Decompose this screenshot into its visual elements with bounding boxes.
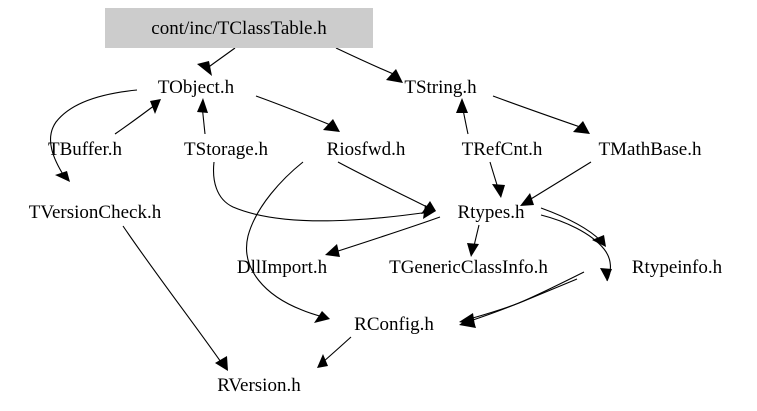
edge-tobject-to-tversioncheck: [50, 89, 138, 182]
edge-tmathbase-to-rtypes: [520, 161, 592, 206]
graph-node-trefcnt[interactable]: TRefCnt.h: [447, 136, 557, 162]
arrow-head-icon: [55, 171, 70, 182]
edge-tstring-to-tmathbase: [492, 95, 590, 134]
graph-node-label: TBuffer.h: [47, 138, 123, 160]
edge-tbuffer-to-tobject: [114, 99, 161, 135]
edge-rtypes-to-rtypeinfo: [540, 207, 606, 247]
arrow-head-icon: [197, 61, 212, 76]
graph-node-tmathbase[interactable]: TMathBase.h: [580, 136, 720, 162]
edge-line: [212, 161, 430, 222]
graph-node-tobject[interactable]: TObject.h: [141, 74, 251, 100]
graph-node-label: TString.h: [404, 76, 477, 98]
graph-node-label: TMathBase.h: [598, 138, 702, 160]
edge-line: [50, 89, 138, 177]
graph-node-dllimport[interactable]: DllImport.h: [219, 254, 345, 280]
arrow-head-icon: [150, 99, 161, 114]
arrow-head-icon: [520, 193, 534, 206]
edge-line: [205, 47, 236, 70]
edge-line: [122, 225, 224, 366]
graph-node-label: Rtypes.h: [457, 201, 525, 223]
graph-node-label: TVersionCheck.h: [28, 201, 162, 223]
arrow-head-icon: [492, 184, 505, 198]
graph-node-label: DllImport.h: [236, 256, 328, 278]
graph-node-label: TStorage.h: [184, 138, 268, 160]
edge-line: [255, 95, 334, 127]
edge-rtypes-to-dllimport: [325, 216, 441, 257]
graph-node-label: Riosfwd.h: [326, 138, 406, 160]
arrow-head-icon: [197, 98, 208, 113]
arrow-head-icon: [386, 69, 403, 83]
arrow-head-icon: [215, 356, 228, 371]
edge-riosfwd-to-rconfig: [246, 161, 330, 323]
arrow-head-icon: [592, 235, 606, 247]
arrow-head-icon: [573, 121, 590, 134]
edge-trefcnt-to-tstring: [456, 98, 469, 135]
graph-node-label: RVersion.h: [217, 374, 301, 396]
graph-node-tversioncheck[interactable]: TVersionCheck.h: [10, 199, 180, 225]
arrow-head-icon: [317, 354, 328, 368]
arrow-head-icon: [314, 311, 330, 323]
graph-node-label: TRefCnt.h: [461, 138, 543, 160]
graph-node-label: RConfig.h: [354, 313, 434, 335]
graph-node-label: Rtypeinfo.h: [631, 256, 723, 278]
edge-line: [246, 161, 324, 318]
arrow-head-icon: [323, 119, 340, 132]
graph-node-tgenericclassinfo[interactable]: TGenericClassInfo.h: [360, 254, 577, 280]
edge-trefcnt-to-rtypes: [489, 161, 505, 198]
arrow-head-icon: [325, 244, 340, 257]
edge-riosfwd-to-rtypes: [337, 161, 436, 214]
graph-node-tclasstable[interactable]: cont/inc/TClassTable.h: [105, 8, 373, 48]
arrow-head-icon: [421, 201, 436, 214]
edge-rtypeinfo-to-rtypes: [540, 214, 612, 282]
graph-node-tstorage[interactable]: TStorage.h: [167, 136, 285, 162]
edge-line: [114, 104, 156, 135]
edge-line: [337, 161, 430, 209]
arrow-head-icon: [456, 98, 468, 113]
arrow-head-icon: [600, 268, 612, 281]
edge-rconfig-to-rversion: [317, 336, 352, 368]
graph-node-tstring[interactable]: TString.h: [388, 74, 493, 100]
edge-line: [540, 207, 602, 242]
graph-node-tbuffer[interactable]: TBuffer.h: [33, 136, 137, 162]
edge-tclasstable-to-tobject: [197, 47, 236, 76]
edge-line: [466, 271, 585, 323]
edge-line: [331, 216, 441, 254]
edge-rtypes-to-tgenericclassinfo: [467, 224, 480, 257]
edge-line: [465, 278, 578, 321]
graph-node-rconfig[interactable]: RConfig.h: [337, 311, 451, 337]
graph-node-rtypeinfo[interactable]: Rtypeinfo.h: [614, 254, 740, 280]
edge-tstorage-to-tobject: [197, 98, 208, 135]
graph-node-rversion[interactable]: RVersion.h: [196, 372, 322, 398]
graph-node-label: TGenericClassInfo.h: [389, 256, 548, 278]
edge-line: [525, 161, 592, 203]
arrow-head-icon: [467, 243, 479, 257]
edge-tclasstable-to-tstring: [335, 47, 403, 83]
graph-node-label: cont/inc/TClassTable.h: [151, 17, 327, 39]
graph-node-riosfwd[interactable]: Riosfwd.h: [311, 136, 421, 162]
edge-tobject-to-riosfwd: [255, 95, 340, 132]
edge-rtypeinfo-to-rconfig: [459, 271, 585, 328]
arrow-head-icon: [459, 315, 476, 328]
edge-tversioncheck-to-rversion: [122, 225, 228, 371]
edge-line: [335, 47, 399, 77]
edge-line: [492, 95, 584, 129]
edge-tstorage-to-rtypes: [212, 161, 436, 222]
edge-line: [322, 336, 352, 363]
graph-node-rtypes[interactable]: Rtypes.h: [441, 199, 541, 225]
graph-node-label: TObject.h: [157, 76, 235, 98]
